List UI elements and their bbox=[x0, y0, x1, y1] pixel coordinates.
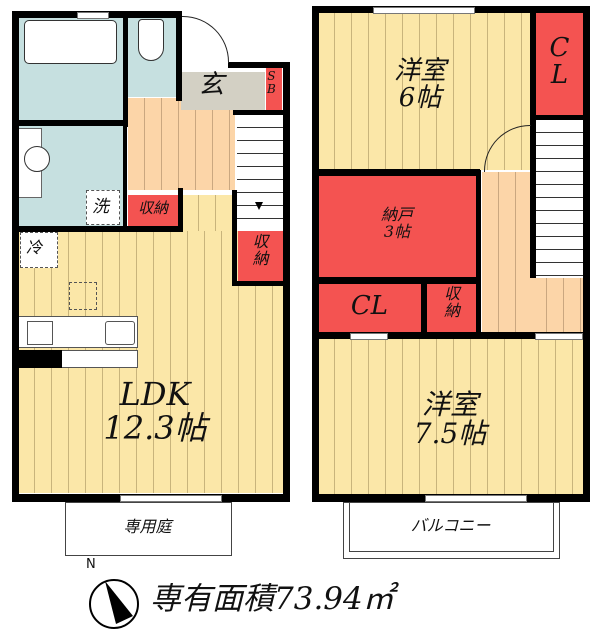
wall bbox=[12, 11, 19, 501]
wall bbox=[123, 11, 128, 127]
wall bbox=[476, 170, 481, 333]
closet-top-label: C L bbox=[549, 33, 570, 91]
balcony-label: バルコニー bbox=[410, 516, 491, 535]
wall bbox=[421, 280, 427, 334]
wall bbox=[583, 6, 590, 502]
wall bbox=[312, 6, 319, 502]
entrance-door-icon bbox=[182, 16, 229, 63]
fridge-label: 冷 bbox=[26, 238, 43, 257]
closet-top bbox=[536, 12, 583, 116]
balcony-inner bbox=[349, 502, 554, 552]
storeroom-label: 納戸 3帖 bbox=[380, 205, 413, 241]
closet-bottom bbox=[318, 284, 421, 332]
storage-2-label: 収 納 bbox=[252, 232, 269, 268]
wall bbox=[312, 277, 480, 284]
washer-label: 洗 bbox=[92, 197, 109, 217]
garden-label: 専用庭 bbox=[123, 517, 172, 536]
genkan bbox=[181, 68, 265, 110]
genkan-label: 玄 bbox=[198, 70, 225, 100]
area-label: 専有面積73.94㎡ bbox=[150, 581, 394, 617]
wall bbox=[228, 62, 290, 68]
wall bbox=[530, 115, 585, 120]
washer-spot bbox=[86, 190, 120, 225]
sink-icon bbox=[24, 146, 50, 172]
wall bbox=[232, 281, 287, 286]
wall bbox=[312, 169, 480, 176]
window bbox=[350, 333, 388, 340]
storage-1 bbox=[128, 195, 178, 227]
window bbox=[120, 495, 222, 502]
kitchen-pillar bbox=[14, 350, 62, 368]
storage-2 bbox=[238, 231, 283, 281]
western-room-6-label: 洋室 6帖 bbox=[393, 56, 446, 114]
hallway-1f bbox=[128, 98, 235, 190]
wall bbox=[12, 120, 128, 126]
shoe-box-label: S B bbox=[267, 69, 276, 96]
wall bbox=[312, 332, 590, 339]
stairs-2f bbox=[536, 120, 583, 278]
wall bbox=[233, 110, 290, 115]
wall bbox=[176, 11, 182, 101]
toilet-icon bbox=[138, 19, 164, 61]
storage-1-label: 収納 bbox=[137, 199, 168, 217]
ldk-label: LDK 12.3帖 bbox=[103, 375, 207, 447]
storage-3 bbox=[427, 284, 477, 332]
compass-north-label: N bbox=[86, 557, 96, 572]
bathtub-icon bbox=[24, 20, 117, 64]
window bbox=[373, 7, 475, 14]
wall bbox=[178, 188, 183, 232]
compass-icon bbox=[88, 578, 140, 630]
kitchen-sink-icon bbox=[105, 321, 135, 345]
wall bbox=[232, 190, 237, 285]
window bbox=[77, 12, 109, 19]
wall bbox=[12, 226, 182, 232]
private-garden bbox=[65, 502, 232, 556]
western-room-7-5-label: 洋室 7.5帖 bbox=[413, 388, 487, 451]
western-room-7-5 bbox=[318, 338, 583, 494]
window bbox=[535, 333, 583, 340]
fridge-spot bbox=[20, 232, 58, 268]
storage-3-label: 収 納 bbox=[443, 284, 460, 320]
range-hood-icon bbox=[69, 282, 97, 310]
ldk-entry bbox=[182, 195, 232, 231]
stove-icon bbox=[27, 321, 53, 345]
shoe-box bbox=[266, 68, 282, 110]
hallway-2f-landing bbox=[530, 278, 583, 332]
wall bbox=[123, 125, 127, 230]
stairs-arrow-icon bbox=[255, 202, 263, 210]
window bbox=[425, 495, 527, 502]
hallway-2f bbox=[482, 172, 532, 332]
wall bbox=[530, 12, 536, 278]
closet-bottom-label: CL bbox=[350, 291, 389, 321]
storeroom bbox=[318, 175, 476, 277]
